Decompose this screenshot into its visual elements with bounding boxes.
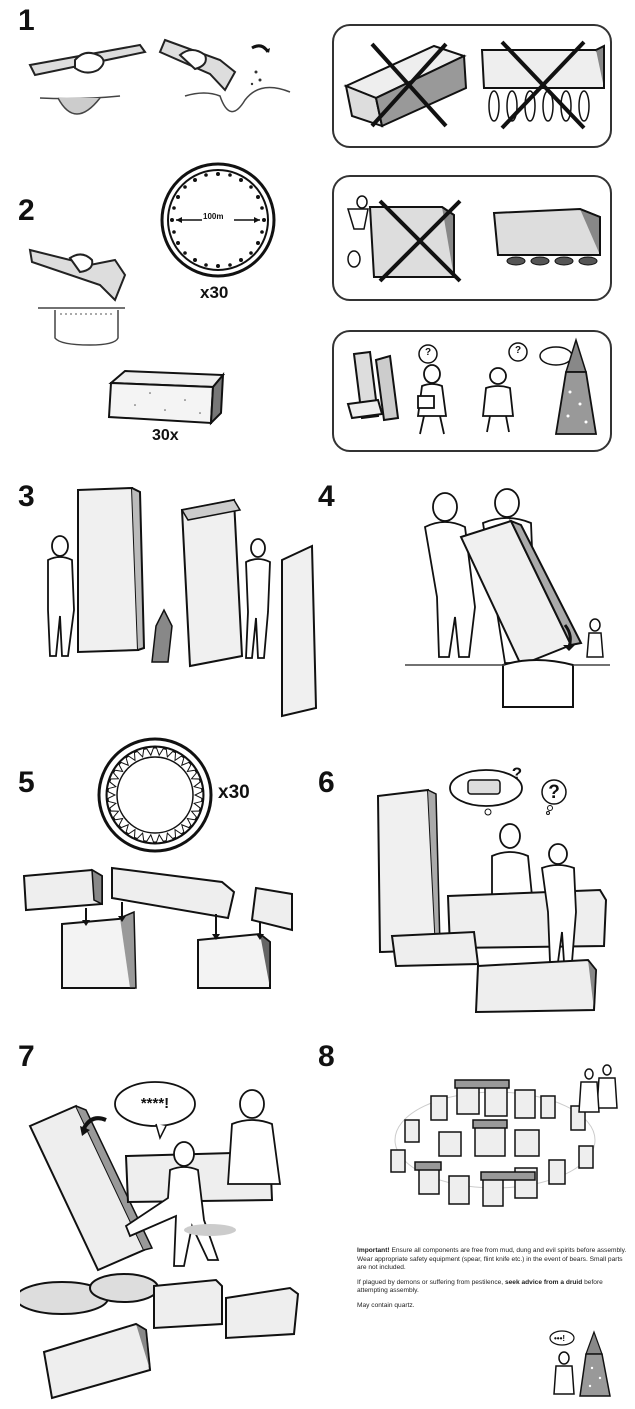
step-number-5: 5	[18, 766, 35, 799]
ring-tooth	[119, 755, 129, 767]
ring-multiplier-label: x30	[218, 782, 250, 803]
step1-digging-illustration	[28, 38, 291, 115]
step-number-7: 7	[18, 1040, 35, 1073]
step6-confused-illustration	[376, 769, 608, 1014]
step5-ring-diagram	[97, 737, 213, 853]
circle-multiplier-label: x30	[200, 283, 229, 302]
step2-circle-diagram	[160, 162, 276, 278]
ring-tooth	[155, 746, 165, 757]
step-number-3: 3	[18, 480, 35, 513]
ring-tooth	[193, 800, 204, 810]
ring-tooth	[135, 831, 145, 843]
question-icon: ?	[548, 782, 560, 803]
ring-tooth	[174, 750, 184, 762]
ring-tooth	[193, 790, 204, 800]
stone-block-icon	[107, 369, 226, 426]
ring-tooth	[106, 790, 117, 800]
thought-bubble	[541, 779, 567, 815]
wizard-icon: •••!	[549, 1330, 611, 1397]
rollers-illustration	[346, 195, 601, 283]
ring-tooth	[126, 828, 136, 840]
ring-tooth	[190, 810, 202, 819]
step-number-6: 6	[318, 766, 335, 799]
ring-tooth	[106, 780, 117, 790]
step-number-4: 4	[318, 480, 335, 513]
step2-shovel-illustration	[28, 248, 127, 346]
ring-tooth	[145, 746, 155, 757]
plague-bold: seek advice from a druid	[504, 1278, 583, 1286]
ring-tooth	[135, 747, 145, 759]
ring-tooth	[106, 800, 117, 810]
ring-tooth	[113, 817, 124, 828]
step-number-8: 8	[318, 1040, 335, 1073]
important-text: Ensure all components are free from mud,…	[357, 1247, 627, 1272]
ring-tooth	[193, 780, 204, 790]
question-icon: ?	[514, 345, 522, 356]
question-icon: ?	[424, 347, 432, 358]
stone-multiplier-label: 30x	[152, 427, 179, 444]
circle-diameter-label: 100m	[203, 212, 224, 221]
plague-text: If plagued by demons or suffering from p…	[357, 1278, 504, 1286]
ring-tooth	[190, 771, 202, 780]
question-icon: ?	[511, 764, 523, 783]
ring-tooth	[126, 750, 136, 762]
panel-rollers	[332, 175, 612, 301]
ring-tooth	[165, 747, 175, 759]
ring-tooth	[165, 831, 175, 843]
ring-tooth	[186, 762, 197, 773]
panel-wrong-transport	[332, 24, 612, 148]
ring-tooth	[108, 810, 120, 819]
important-note: Important! Ensure all components are fre…	[357, 1247, 632, 1273]
ring-tooth	[113, 762, 124, 773]
step5-lintel-illustration	[22, 866, 293, 989]
confused-builders-illustration	[346, 337, 598, 435]
plague-tail: before attempting assembly.	[357, 1278, 603, 1295]
ring-tooth	[155, 833, 165, 844]
step8-stonehenge-illustration	[390, 1064, 618, 1207]
assembly-notes: Important! Ensure all components are fre…	[357, 1247, 632, 1316]
quartz-note: May contain quartz.	[357, 1301, 415, 1309]
ring-tooth	[119, 823, 129, 835]
step-number-1: 1	[18, 4, 35, 37]
ring-tooth	[145, 833, 155, 844]
plague-note: If plagued by demons or suffering from p…	[357, 1279, 632, 1296]
important-label: Important!	[357, 1247, 390, 1254]
step3-raise-stones-illustration	[47, 486, 318, 718]
step4-tilt-stone-illustration	[405, 488, 610, 708]
wrong-transport-illustration	[343, 40, 605, 130]
ring-tooth	[108, 771, 120, 780]
svg-text:•••!: •••!	[554, 1334, 565, 1343]
panel-confused: ? ?	[332, 330, 612, 452]
ring-teeth	[106, 746, 204, 844]
ring-tooth	[181, 823, 191, 835]
ring-tooth	[186, 817, 197, 828]
step-number-2: 2	[18, 194, 35, 227]
ring-tooth	[181, 755, 191, 767]
step7-accident-illustration	[20, 1081, 300, 1400]
exclamation-bubble: ****!	[140, 1095, 170, 1112]
ring-tooth	[174, 828, 184, 840]
